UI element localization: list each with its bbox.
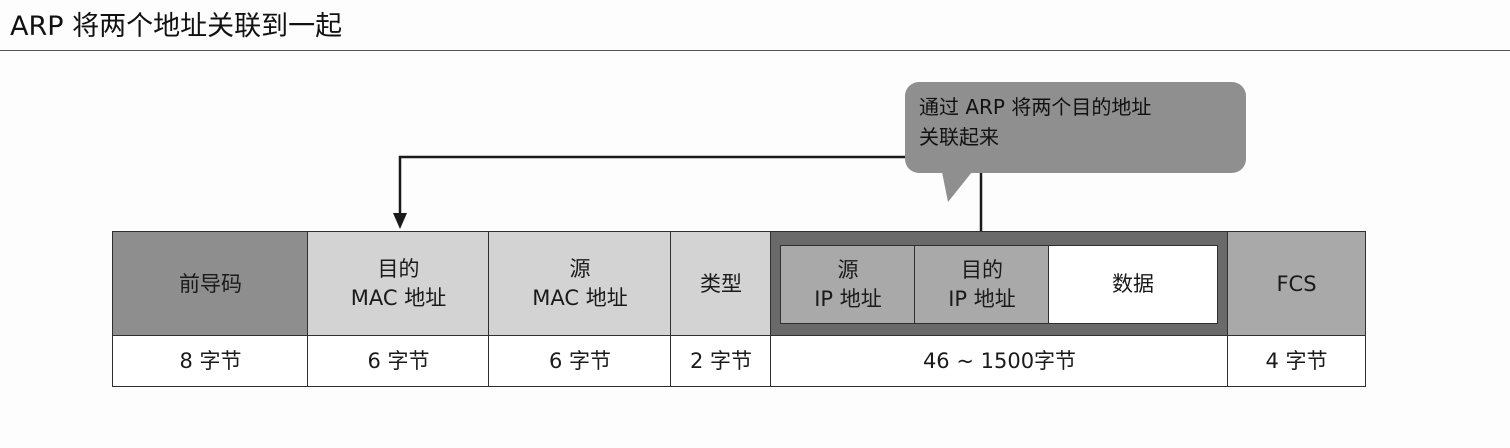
- arp-link-line: [398, 155, 983, 236]
- title-divider: [0, 50, 1510, 51]
- field-dest-mac: 目的 MAC 地址: [307, 231, 490, 337]
- field-src-ip: 源 IP 地址: [780, 245, 916, 324]
- diagram-title: ARP 将两个地址关联到一起: [10, 11, 343, 42]
- size-preamble: 8 字节: [112, 335, 309, 387]
- field-type: 类型: [670, 231, 772, 337]
- field-data: 数据: [1048, 245, 1218, 324]
- field-src-mac: 源 MAC 地址: [488, 231, 672, 337]
- callout-line-2: 关联起来: [919, 125, 999, 149]
- callout-tail: [942, 172, 972, 202]
- field-fcs: FCS: [1227, 231, 1366, 337]
- size-type: 2 字节: [670, 335, 772, 387]
- size-src-mac: 6 字节: [488, 335, 672, 387]
- field-preamble: 前导码: [112, 231, 309, 337]
- field-dest-ip: 目的 IP 地址: [914, 245, 1050, 324]
- size-fcs: 4 字节: [1227, 335, 1366, 387]
- arrow-head-icon: [393, 213, 407, 229]
- size-payload: 46 ~ 1500字节: [770, 335, 1229, 387]
- callout-bubble: 通过 ARP 将两个目的地址 关联起来: [905, 82, 1246, 173]
- size-dest-mac: 6 字节: [307, 335, 490, 387]
- callout-line-1: 通过 ARP 将两个目的地址: [919, 95, 1152, 119]
